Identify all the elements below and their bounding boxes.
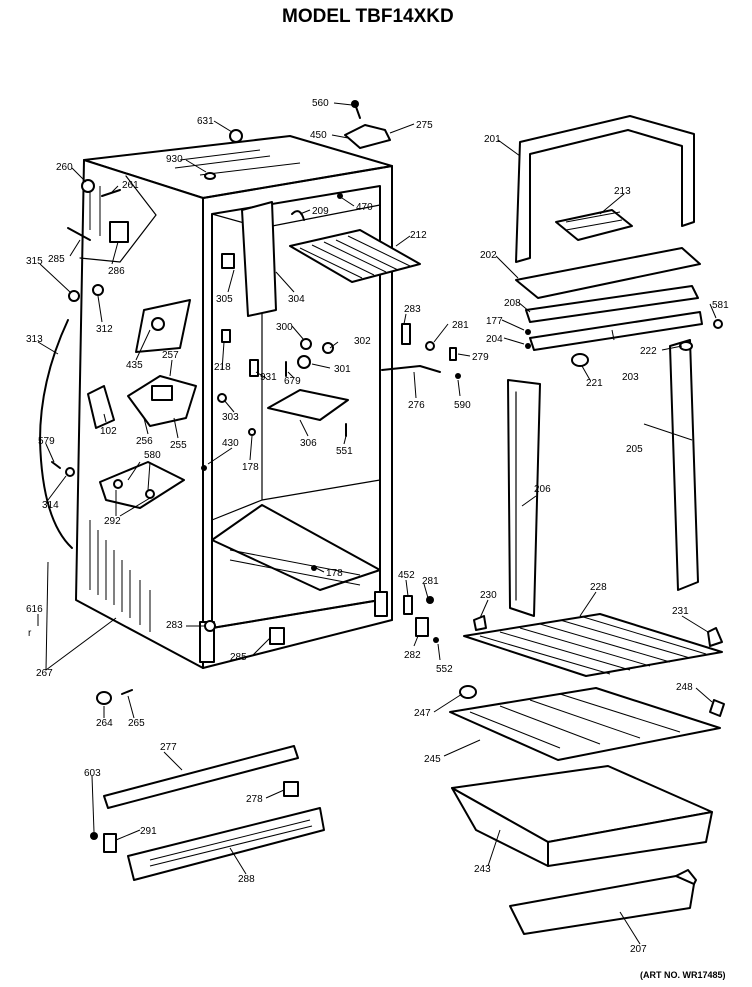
door-parts bbox=[449, 115, 725, 935]
callout-931: 931 bbox=[260, 372, 277, 383]
callout-264: 264 bbox=[96, 718, 113, 729]
callout-315: 315 bbox=[26, 256, 43, 267]
callout-243: 243 bbox=[474, 864, 491, 875]
callout-208: 208 bbox=[504, 298, 521, 309]
callout-452: 452 bbox=[398, 570, 415, 581]
callout-207: 207 bbox=[630, 944, 647, 955]
art-number: (ART NO. WR17485) bbox=[640, 970, 726, 980]
callout-255: 255 bbox=[170, 440, 187, 451]
callout-222: 222 bbox=[640, 346, 657, 357]
callout-300: 300 bbox=[276, 322, 293, 333]
callout-430: 430 bbox=[222, 438, 239, 449]
leader-lines bbox=[37, 102, 717, 945]
callout-228: 228 bbox=[590, 582, 607, 593]
callout-178: 178 bbox=[242, 462, 259, 473]
callout-205: 205 bbox=[626, 444, 643, 455]
callout-278: 278 bbox=[246, 794, 263, 805]
bottom-parts bbox=[90, 689, 325, 881]
callout-560: 560 bbox=[312, 98, 329, 109]
callout-581: 581 bbox=[712, 300, 729, 311]
callout-579: 579 bbox=[38, 436, 55, 447]
callout-304: 304 bbox=[288, 294, 305, 305]
callout-305: 305 bbox=[216, 294, 233, 305]
callout-302: 302 bbox=[354, 336, 371, 347]
callout-212: 212 bbox=[410, 230, 427, 241]
cabinet bbox=[75, 135, 393, 669]
callout-231: 231 bbox=[672, 606, 689, 617]
callout-267: 267 bbox=[36, 668, 53, 679]
callout-470: 470 bbox=[356, 202, 373, 213]
callout-256: 256 bbox=[136, 436, 153, 447]
part-callouts: 560 631 450 275 930 260 261 209 470 201 … bbox=[26, 98, 729, 955]
callout-204: 204 bbox=[486, 334, 503, 345]
callout-286: 286 bbox=[108, 266, 125, 277]
callout-283: 283 bbox=[404, 304, 421, 315]
callout-201: 201 bbox=[484, 134, 501, 145]
callout-177: 177 bbox=[486, 316, 503, 327]
callout-616: 616 bbox=[26, 604, 43, 615]
callout-301: 301 bbox=[334, 364, 351, 375]
callout-218: 218 bbox=[214, 362, 231, 373]
callout-314: 314 bbox=[42, 500, 59, 511]
callout-276: 276 bbox=[408, 400, 425, 411]
cabinet-parts: r bbox=[28, 100, 461, 645]
callout-178: 178 bbox=[326, 568, 343, 579]
callout-275: 275 bbox=[416, 120, 433, 131]
callout-279: 279 bbox=[472, 352, 489, 363]
callout-206: 206 bbox=[534, 484, 551, 495]
callout-261: 261 bbox=[122, 180, 139, 191]
callout-282: 282 bbox=[404, 650, 421, 661]
callout-281: 281 bbox=[422, 576, 439, 587]
callout-277: 277 bbox=[160, 742, 177, 753]
callout-313: 313 bbox=[26, 334, 43, 345]
callout-552: 552 bbox=[436, 664, 453, 675]
callout-603: 603 bbox=[84, 768, 101, 779]
callout-221: 221 bbox=[586, 378, 603, 389]
callout-102: 102 bbox=[100, 426, 117, 437]
callout-930: 930 bbox=[166, 154, 183, 165]
callout-580: 580 bbox=[144, 450, 161, 461]
callout-551: 551 bbox=[336, 446, 353, 457]
callout-303: 303 bbox=[222, 412, 239, 423]
callout-306: 306 bbox=[300, 438, 317, 449]
callout-283: 283 bbox=[166, 620, 183, 631]
callout-631: 631 bbox=[197, 116, 214, 127]
callout-312: 312 bbox=[96, 324, 113, 335]
callout-679: 679 bbox=[284, 376, 301, 387]
callout-247: 247 bbox=[414, 708, 431, 719]
callout-281: 281 bbox=[452, 320, 469, 331]
callout-248: 248 bbox=[676, 682, 693, 693]
callout-257: 257 bbox=[162, 350, 179, 361]
callout-209: 209 bbox=[312, 206, 329, 217]
callout-285: 285 bbox=[230, 652, 247, 663]
callout-285: 285 bbox=[48, 254, 65, 265]
callout-288: 288 bbox=[238, 874, 255, 885]
callout-265: 265 bbox=[128, 718, 145, 729]
callout-202: 202 bbox=[480, 250, 497, 261]
callout-230: 230 bbox=[480, 590, 497, 601]
callout-435: 435 bbox=[126, 360, 143, 371]
callout-292: 292 bbox=[104, 516, 121, 527]
callout-260: 260 bbox=[56, 162, 73, 173]
callout-245: 245 bbox=[424, 754, 441, 765]
callout-590: 590 bbox=[454, 400, 471, 411]
svg-text:r: r bbox=[28, 628, 32, 639]
callout-203: 203 bbox=[622, 372, 639, 383]
callout-213: 213 bbox=[614, 186, 631, 197]
callout-291: 291 bbox=[140, 826, 157, 837]
model-title: MODEL TBF14XKD bbox=[282, 6, 454, 27]
control-bracket-outline bbox=[79, 175, 157, 263]
callout-450: 450 bbox=[310, 130, 327, 141]
